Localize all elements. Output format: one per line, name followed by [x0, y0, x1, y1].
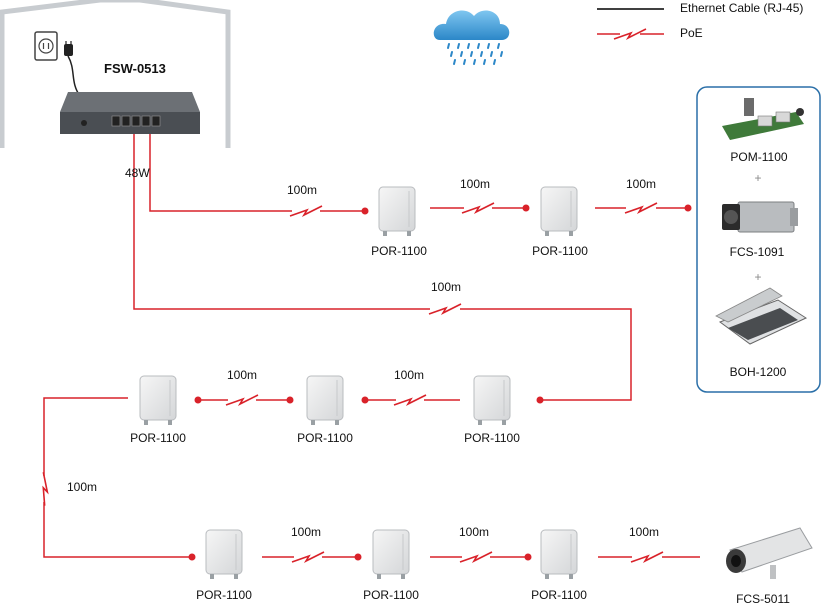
segment-length: 100m: [67, 480, 98, 494]
legend-poe-line: [597, 28, 664, 40]
segment-length: 100m: [291, 525, 322, 539]
segment-length: 100m: [459, 525, 490, 539]
switch-power: 48W: [125, 166, 150, 180]
por-unit-icon: [540, 186, 578, 237]
por-unit-icon: [473, 375, 511, 426]
device-label: POR-1100: [297, 431, 353, 445]
bullet-camera-icon: [726, 527, 813, 579]
legend-poe-label: PoE: [680, 26, 703, 40]
device-label: FCS-1091: [729, 245, 785, 259]
device-label: FCS-5011: [736, 592, 790, 606]
device-label: BOH-1200: [729, 365, 787, 379]
switch-name: FSW-0513: [104, 61, 166, 76]
device-label: POR-1100: [464, 431, 520, 445]
device-label: POR-1100: [531, 588, 587, 602]
house-outline: [0, 0, 231, 148]
por-unit-icon: [540, 529, 578, 580]
device-label: POR-1100: [363, 588, 419, 602]
por-unit-icon: [205, 529, 243, 580]
segment-length: 100m: [629, 525, 660, 539]
power-outlet-icon: [34, 31, 58, 61]
device-label: POM-1100: [730, 150, 788, 164]
por-unit-icon: [139, 375, 177, 426]
segment-length: 100m: [287, 183, 318, 197]
por-unit-icon: [372, 529, 410, 580]
rain-cloud-icon: [433, 10, 510, 65]
device-label: POR-1100: [371, 244, 427, 258]
box-camera-icon: [722, 201, 798, 233]
por-unit-icon: [306, 375, 344, 426]
por-unit-icon: [378, 186, 416, 237]
segment-length: 100m: [227, 368, 258, 382]
power-plug-icon: [64, 41, 81, 97]
switch-device-icon: [60, 92, 200, 134]
device-label: POR-1100: [196, 588, 252, 602]
segment-length: 100m: [460, 177, 491, 191]
poe-bolt-icon: [34, 471, 54, 507]
pom-board-icon: [722, 98, 804, 140]
device-label: POR-1100: [130, 431, 186, 445]
legend-ethernet-label: Ethernet Cable (RJ-45): [680, 1, 804, 15]
segment-length: 100m: [431, 280, 462, 294]
segment-length: 100m: [394, 368, 425, 382]
device-label: POR-1100: [532, 244, 588, 258]
plus-sign: +: [754, 171, 762, 185]
plus-sign: +: [754, 270, 762, 284]
camera-housing-icon: [715, 287, 808, 345]
segment-length: 100m: [626, 177, 657, 191]
